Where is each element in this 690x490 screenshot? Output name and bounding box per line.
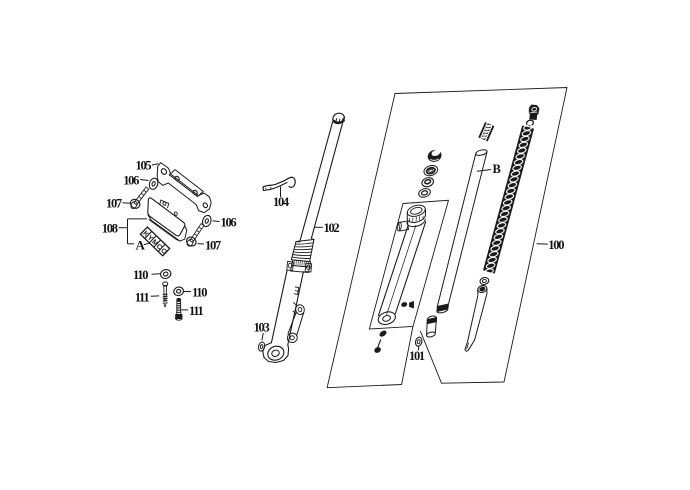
svg-text:100: 100 [548,238,564,252]
svg-text:110: 110 [192,286,207,300]
svg-text:107: 107 [106,197,122,211]
svg-text:A: A [136,238,146,253]
svg-text:101: 101 [409,349,425,363]
svg-text:103: 103 [254,321,270,335]
svg-text:102: 102 [324,221,340,235]
svg-text:O: O [159,247,168,256]
svg-text:106: 106 [123,173,139,187]
svg-text:108: 108 [102,222,118,236]
svg-text:B: B [493,162,501,176]
svg-text:K: K [141,230,150,239]
svg-text:105: 105 [136,159,152,173]
svg-text:104: 104 [273,195,290,209]
svg-text:107: 107 [205,238,221,252]
svg-text:C: C [155,243,164,252]
svg-text:106: 106 [221,216,237,230]
svg-text:Y: Y [146,234,154,243]
svg-text:111: 111 [189,304,204,318]
svg-text:110: 110 [133,268,148,282]
svg-text:111: 111 [135,291,150,305]
svg-text:M: M [150,239,159,248]
